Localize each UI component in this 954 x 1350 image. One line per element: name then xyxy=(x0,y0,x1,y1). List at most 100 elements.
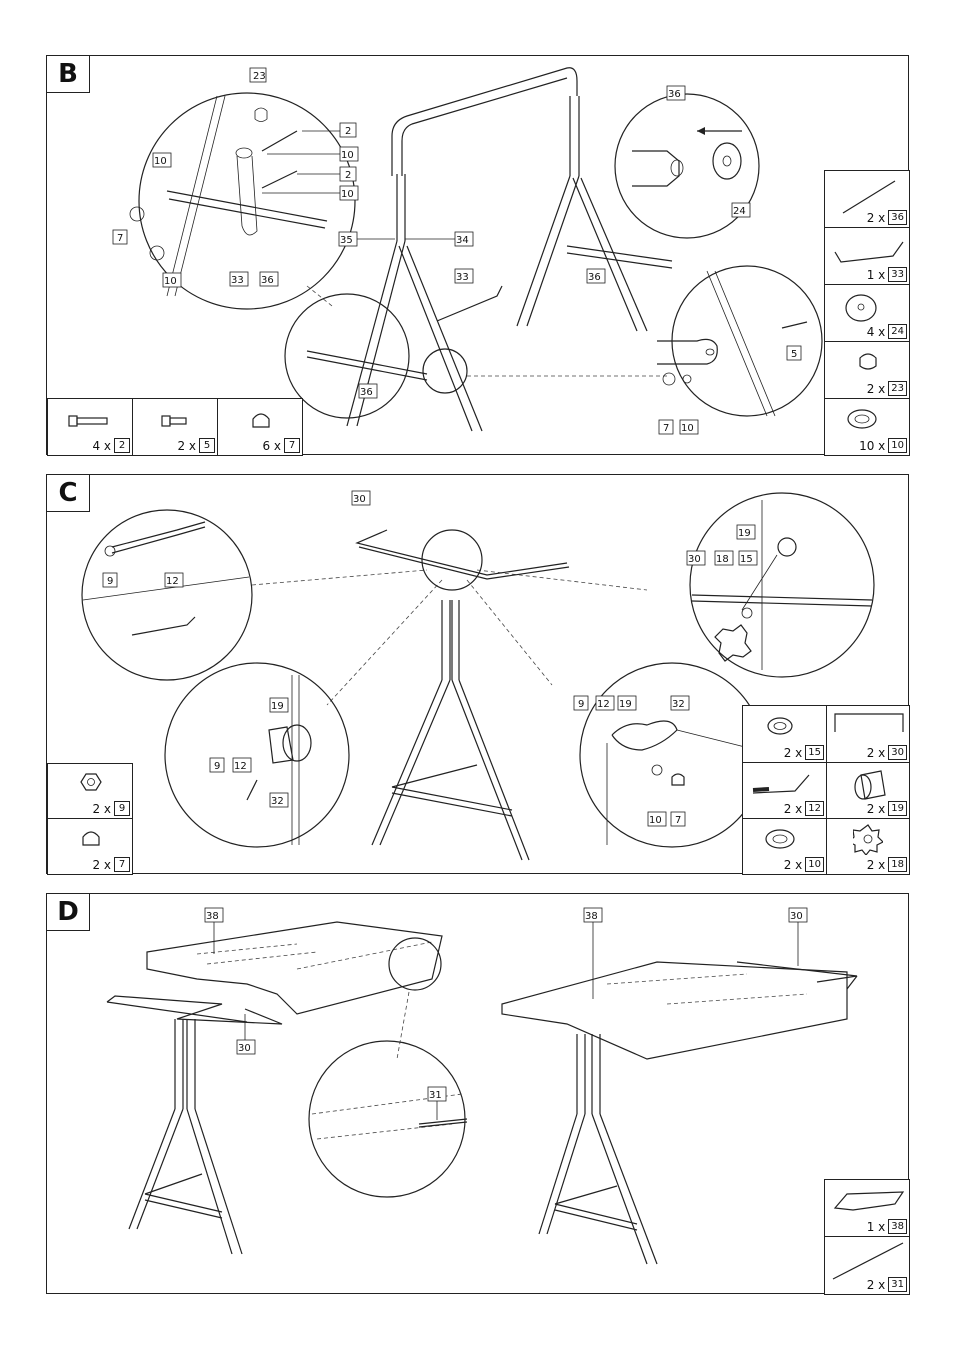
callout-2b: 2 xyxy=(297,166,357,182)
svg-text:9: 9 xyxy=(578,699,584,710)
detail-circle-c2 xyxy=(421,529,483,591)
callout-36d: 36 xyxy=(666,85,686,101)
svg-text:7: 7 xyxy=(675,815,681,826)
panel-c-letter: C xyxy=(46,474,90,512)
detail-circle-b1 xyxy=(138,92,356,310)
detail-circle-c3 xyxy=(689,492,875,678)
callout-10c: 10 xyxy=(152,152,172,168)
svg-text:2: 2 xyxy=(345,170,351,181)
callout-33a: 33 xyxy=(229,271,249,287)
svg-text:19: 19 xyxy=(271,701,284,712)
detail-circle-c4 xyxy=(164,662,350,848)
callout-36b: 36 xyxy=(586,268,606,284)
hex-nut-icon xyxy=(80,773,102,791)
svg-text:24: 24 xyxy=(733,206,746,217)
svg-text:36: 36 xyxy=(668,89,681,100)
detail-circle-b3 xyxy=(422,348,468,394)
panel-b: B xyxy=(46,55,910,456)
svg-text:38: 38 xyxy=(585,911,598,922)
callout-c19c: 19 xyxy=(617,695,637,711)
detail-circle-b4 xyxy=(614,93,760,239)
callout-d30b: 30 xyxy=(788,907,808,966)
svg-text:10: 10 xyxy=(681,423,694,434)
callout-c9b: 9 xyxy=(209,757,225,773)
callout-d31: 31 xyxy=(427,1086,447,1120)
callout-c18: 18 xyxy=(714,550,734,566)
svg-text:34: 34 xyxy=(456,235,469,246)
spacer-icon xyxy=(854,770,886,800)
star-knob-icon xyxy=(853,824,883,855)
svg-text:36: 36 xyxy=(360,387,373,398)
svg-text:19: 19 xyxy=(619,699,632,710)
detail-circle-d2 xyxy=(308,1040,466,1198)
bent-rod-icon xyxy=(834,241,904,263)
svg-text:12: 12 xyxy=(597,699,610,710)
callout-c19a: 19 xyxy=(736,524,756,540)
svg-text:10: 10 xyxy=(649,815,662,826)
svg-text:10: 10 xyxy=(154,156,167,167)
cap-nut-icon xyxy=(252,413,270,428)
callout-35: 35 xyxy=(338,231,395,247)
svg-text:36: 36 xyxy=(588,272,601,283)
rod-icon xyxy=(842,180,896,214)
svg-text:7: 7 xyxy=(117,233,123,244)
callout-c30b: 30 xyxy=(686,550,706,566)
washer-icon xyxy=(767,717,793,735)
svg-text:38: 38 xyxy=(206,911,219,922)
end-cap-drawing xyxy=(254,107,268,122)
panel-b-letter: B xyxy=(46,55,90,93)
callout-d38a: 38 xyxy=(204,907,224,954)
svg-text:33: 33 xyxy=(456,272,469,283)
callout-d38b: 38 xyxy=(583,907,603,999)
svg-text:15: 15 xyxy=(740,554,753,565)
callout-33b: 33 xyxy=(454,268,474,284)
threaded-bolt-icon xyxy=(752,774,810,794)
cover-icon xyxy=(833,1191,905,1211)
callout-2a: 2 xyxy=(302,122,357,138)
svg-text:30: 30 xyxy=(238,1043,251,1054)
callout-5: 5 xyxy=(786,345,802,361)
callout-c9a: 9 xyxy=(102,572,118,588)
frame-icon xyxy=(834,713,904,732)
callout-c32a: 32 xyxy=(269,792,289,808)
svg-text:36: 36 xyxy=(261,275,274,286)
callout-c9c: 9 xyxy=(573,695,589,711)
callout-c7: 7 xyxy=(670,811,686,827)
end-cap-icon xyxy=(859,353,877,370)
callout-10a: 10 xyxy=(267,146,359,162)
panel-d-letter: D xyxy=(46,893,90,931)
panel-c-drawing: 30 9 12 19 30 18 15 19 9 12 32 9 12 19 3… xyxy=(81,490,875,861)
washer-icon xyxy=(847,409,877,429)
svg-text:10: 10 xyxy=(164,276,177,287)
svg-text:19: 19 xyxy=(738,528,751,539)
detail-circle-b2 xyxy=(284,293,410,419)
svg-text:32: 32 xyxy=(672,699,685,710)
washer-icon xyxy=(765,829,795,849)
detail-circle-d1 xyxy=(388,937,442,991)
callout-10d: 10 xyxy=(162,272,182,288)
callout-36a: 36 xyxy=(259,271,279,287)
callout-c15: 15 xyxy=(738,550,758,566)
svg-text:30: 30 xyxy=(688,554,701,565)
svg-text:2: 2 xyxy=(345,126,351,137)
svg-text:12: 12 xyxy=(166,576,179,587)
svg-text:7: 7 xyxy=(663,423,669,434)
svg-text:12: 12 xyxy=(234,761,247,772)
svg-text:30: 30 xyxy=(353,494,366,505)
svg-text:33: 33 xyxy=(231,275,244,286)
svg-text:9: 9 xyxy=(214,761,220,772)
callout-7a: 7 xyxy=(112,229,128,245)
